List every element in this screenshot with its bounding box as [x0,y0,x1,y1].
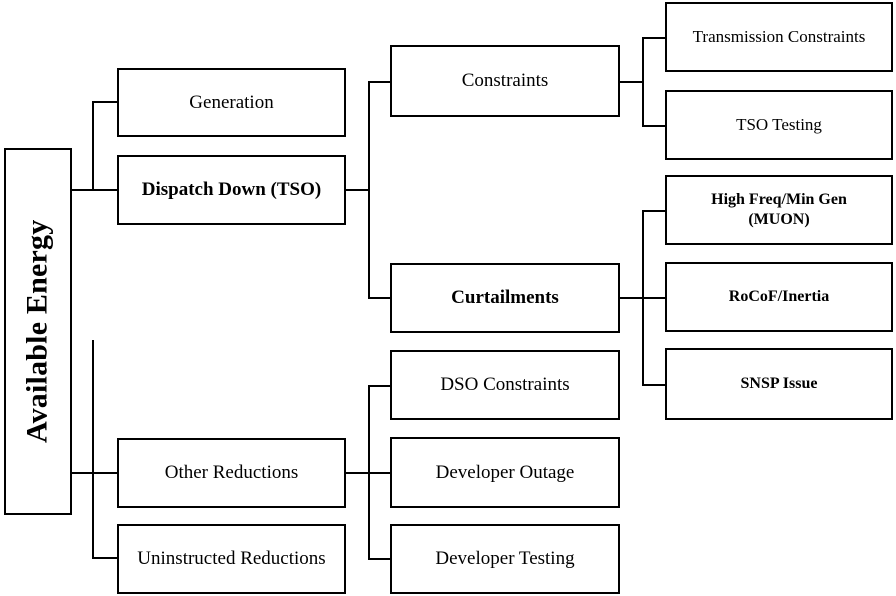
connector-bus-to-snsp-issue [642,384,667,386]
node-label-other-reductions: Other Reductions [164,462,299,484]
node-label-developer-testing: Developer Testing [435,548,575,570]
node-label-tso-testing: TSO Testing [736,114,822,134]
connector-other-reductions-to-bus [344,472,370,474]
node-label-snsp-issue: SNSP Issue [740,375,818,393]
connector-root-to-bus-bottom [72,472,94,474]
node-constraints[interactable]: Constraints [390,45,620,117]
node-label-developer-outage: Developer Outage [435,461,575,483]
connector-bus-to-other-reductions [92,472,119,474]
node-uninstructed-reductions[interactable]: Uninstructed Reductions [117,524,346,594]
connector-bus-top [92,101,94,191]
connector-bus-to-tso-testing [642,125,667,127]
node-label-constraints: Constraints [461,70,549,92]
connector-bus-tso-children [368,81,370,299]
node-transmission-constraints[interactable]: Transmission Constraints [665,2,893,72]
node-label-uninstructed-reductions: Uninstructed Reductions [137,548,326,570]
connector-curtailments-to-bus [618,297,644,299]
connector-bus-to-generation [92,101,119,103]
connector-bus-to-transmission-constraints [642,37,667,39]
node-developer-testing[interactable]: Developer Testing [390,524,620,594]
connector-bus-constraints-children [642,37,644,126]
connector-bus-to-dso-constraints [368,385,392,387]
node-label-high-freq-min-gen: High Freq/Min Gen (MUON) [711,191,847,228]
connector-bus-to-rocof-inertia [642,297,667,299]
node-curtailments[interactable]: Curtailments [390,263,620,333]
node-tso-testing[interactable]: TSO Testing [665,90,893,160]
node-label-dso-constraints: DSO Constraints [440,374,570,396]
node-dispatch-down-tso[interactable]: Dispatch Down (TSO) [117,155,346,225]
connector-bus-to-dispatch-down [92,189,119,191]
node-snsp-issue[interactable]: SNSP Issue [665,348,893,420]
connector-root-to-bus-top [72,189,94,191]
node-generation[interactable]: Generation [117,68,346,137]
connector-bus-bottom [92,340,94,559]
connector-bus-to-developer-outage [368,472,392,474]
connector-bus-to-developer-testing [368,558,392,560]
node-rocof-inertia[interactable]: RoCoF/Inertia [665,262,893,332]
connector-bus-to-curtailments [368,297,392,299]
node-available-energy[interactable]: Available Energy [4,148,72,515]
node-label-available-energy: Available Energy [20,219,54,444]
connector-bus-to-uninstructed-reductions [92,557,119,559]
connector-bus-to-high-freq-min-gen [642,210,667,212]
node-label-transmission-constraints: Transmission Constraints [692,26,866,46]
node-developer-outage[interactable]: Developer Outage [390,437,620,508]
node-label-curtailments: Curtailments [451,287,559,309]
node-dso-constraints[interactable]: DSO Constraints [390,350,620,420]
connector-constraints-to-bus [618,81,644,83]
connector-bus-to-constraints [368,81,392,83]
node-label-dispatch-down-tso: Dispatch Down (TSO) [141,179,322,201]
node-other-reductions[interactable]: Other Reductions [117,438,346,508]
node-label-generation: Generation [189,91,274,113]
connector-dispatch-down-to-bus [344,189,370,191]
node-high-freq-min-gen[interactable]: High Freq/Min Gen (MUON) [665,175,893,245]
node-label-rocof-inertia: RoCoF/Inertia [728,288,830,306]
